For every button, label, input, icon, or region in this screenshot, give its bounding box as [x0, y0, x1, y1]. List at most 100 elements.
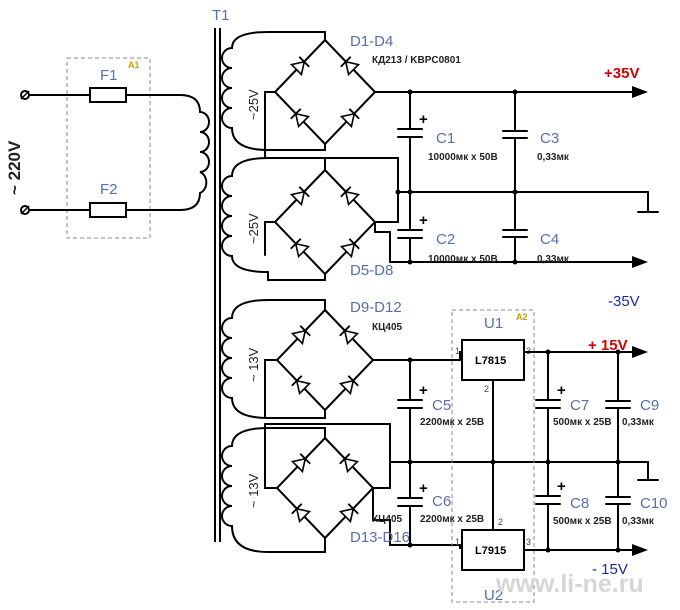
- c6-value: 2200мк х 25В: [420, 514, 484, 525]
- winding3-voltage: ~ 13V: [246, 347, 261, 382]
- u2-name: U2: [484, 587, 503, 604]
- ground-symbol-2: [637, 461, 659, 481]
- b4-ac-bottom: [267, 537, 326, 553]
- svg-text:+: +: [419, 212, 428, 229]
- neg35-arrow: [632, 256, 648, 268]
- mains-terminal-top: [20, 90, 30, 100]
- b4-ac-top: [267, 427, 326, 439]
- bridge4-part: КЦ405: [372, 514, 403, 525]
- capacitor-c10: [605, 461, 631, 551]
- b2-minus-link: [374, 221, 391, 263]
- bridge-d5-d8: [273, 168, 377, 276]
- output-neg15: - 15V: [592, 561, 628, 578]
- fuse-f2-label: F2: [100, 181, 118, 198]
- b4-minus-link: [264, 423, 278, 489]
- b3-ac-bottom: [267, 409, 326, 419]
- u1-name: U1: [484, 315, 503, 332]
- capacitor-c7: +: [535, 351, 566, 463]
- bridge2-name: D5-D8: [350, 262, 393, 279]
- b2-ac-top: [267, 157, 326, 171]
- fuse-block-tag: A1: [128, 60, 140, 70]
- b4-minus: [372, 487, 391, 546]
- b3-ac-top: [267, 299, 326, 311]
- neg15-arrow: [632, 544, 648, 556]
- c1-value: 10000мк х 50В: [428, 152, 498, 163]
- regulator-block-tag: A2: [516, 312, 528, 322]
- junction: [395, 189, 401, 195]
- b2-plus: [374, 191, 399, 223]
- bridge1-part: КД213 / KBPC0801: [372, 55, 461, 66]
- c8-name: C8: [570, 495, 589, 512]
- u1-pin1: 1: [455, 346, 460, 356]
- pos35-arrow: [632, 86, 648, 98]
- capacitor-c4: [502, 191, 528, 263]
- secondary-winding-4: [221, 427, 269, 553]
- c8-value: 500мк х 25В: [553, 516, 612, 527]
- pos15-arrow: [632, 346, 648, 358]
- mains-terminal-bottom: [20, 205, 30, 215]
- capacitor-c3: [502, 91, 528, 193]
- output-neg35: -35V: [608, 293, 640, 310]
- fuse-f2: [89, 202, 127, 218]
- capacitor-c2: +: [397, 191, 428, 263]
- output-pos15: + 15V: [588, 337, 628, 354]
- c6-name: C6: [432, 493, 451, 510]
- b3-minus: [264, 359, 278, 419]
- c2-name: C2: [436, 231, 455, 248]
- u1-pin2: 2: [484, 384, 489, 394]
- bridge3-part: КЦ405: [372, 322, 403, 333]
- c10-name: C10: [640, 495, 668, 512]
- winding1-voltage: ~25V: [246, 89, 261, 120]
- c5-name: C5: [432, 397, 451, 414]
- winding4-voltage: ~ 13V: [246, 473, 261, 508]
- center-tap-link: [264, 151, 399, 193]
- c5-value: 2200мк х 25В: [420, 417, 484, 428]
- bridge1-name: D1-D4: [350, 33, 393, 50]
- b2-ac-bottom: [267, 271, 326, 281]
- c9-value: 0,33мк: [622, 417, 655, 428]
- svg-text:+: +: [419, 382, 428, 399]
- secondary-winding-1: [221, 31, 269, 151]
- bridge-d1-d4: [273, 38, 377, 146]
- fuse-f1-label: F1: [100, 67, 118, 84]
- b2-minus-stub: [264, 221, 276, 256]
- fuse-f1: [89, 87, 127, 103]
- b1-ac-top: [267, 31, 326, 41]
- svg-text:+: +: [557, 382, 566, 399]
- u1-part: L7815: [475, 355, 506, 367]
- bridge-d9-d12: [275, 308, 375, 412]
- u2-pin2: 2: [498, 517, 503, 527]
- u2-pin1: 1: [455, 537, 460, 547]
- capacitor-c5: +: [397, 359, 428, 463]
- c3-value: 0,33мк: [537, 152, 570, 163]
- secondary-winding-2: [221, 157, 269, 273]
- center-tap-link-2: [264, 423, 391, 463]
- mains-voltage-label: ~ 220V: [5, 140, 24, 195]
- mains-wire-bottom: [28, 192, 201, 211]
- capacitor-c8: +: [535, 461, 566, 551]
- capacitor-c6: +: [397, 461, 428, 546]
- transformer-primary-winding: [199, 111, 210, 194]
- svg-text:+: +: [557, 478, 566, 495]
- b1-minus: [264, 91, 276, 153]
- transformer-label: T1: [212, 7, 230, 24]
- regulator-block-outline: [451, 309, 535, 603]
- fuse-block-outline: [66, 57, 151, 239]
- c7-name: C7: [570, 397, 589, 414]
- winding2-voltage: ~25V: [246, 213, 261, 244]
- b1-ac-bottom: [267, 143, 326, 151]
- c3-name: C3: [540, 130, 559, 147]
- secondary-winding-3: [221, 299, 269, 419]
- c9-name: C9: [640, 397, 659, 414]
- c7-value: 500мк х 25В: [553, 417, 612, 428]
- capacitor-c1: +: [397, 91, 428, 193]
- c4-value: 0,33мк: [537, 254, 570, 265]
- c4-name: C4: [540, 231, 559, 248]
- bridge-d13-d16: [275, 436, 375, 540]
- bridge4-name: D13-D16: [350, 529, 410, 546]
- c1-name: C1: [436, 130, 455, 147]
- output-pos35: +35V: [604, 65, 639, 82]
- b4-plus: [372, 461, 391, 489]
